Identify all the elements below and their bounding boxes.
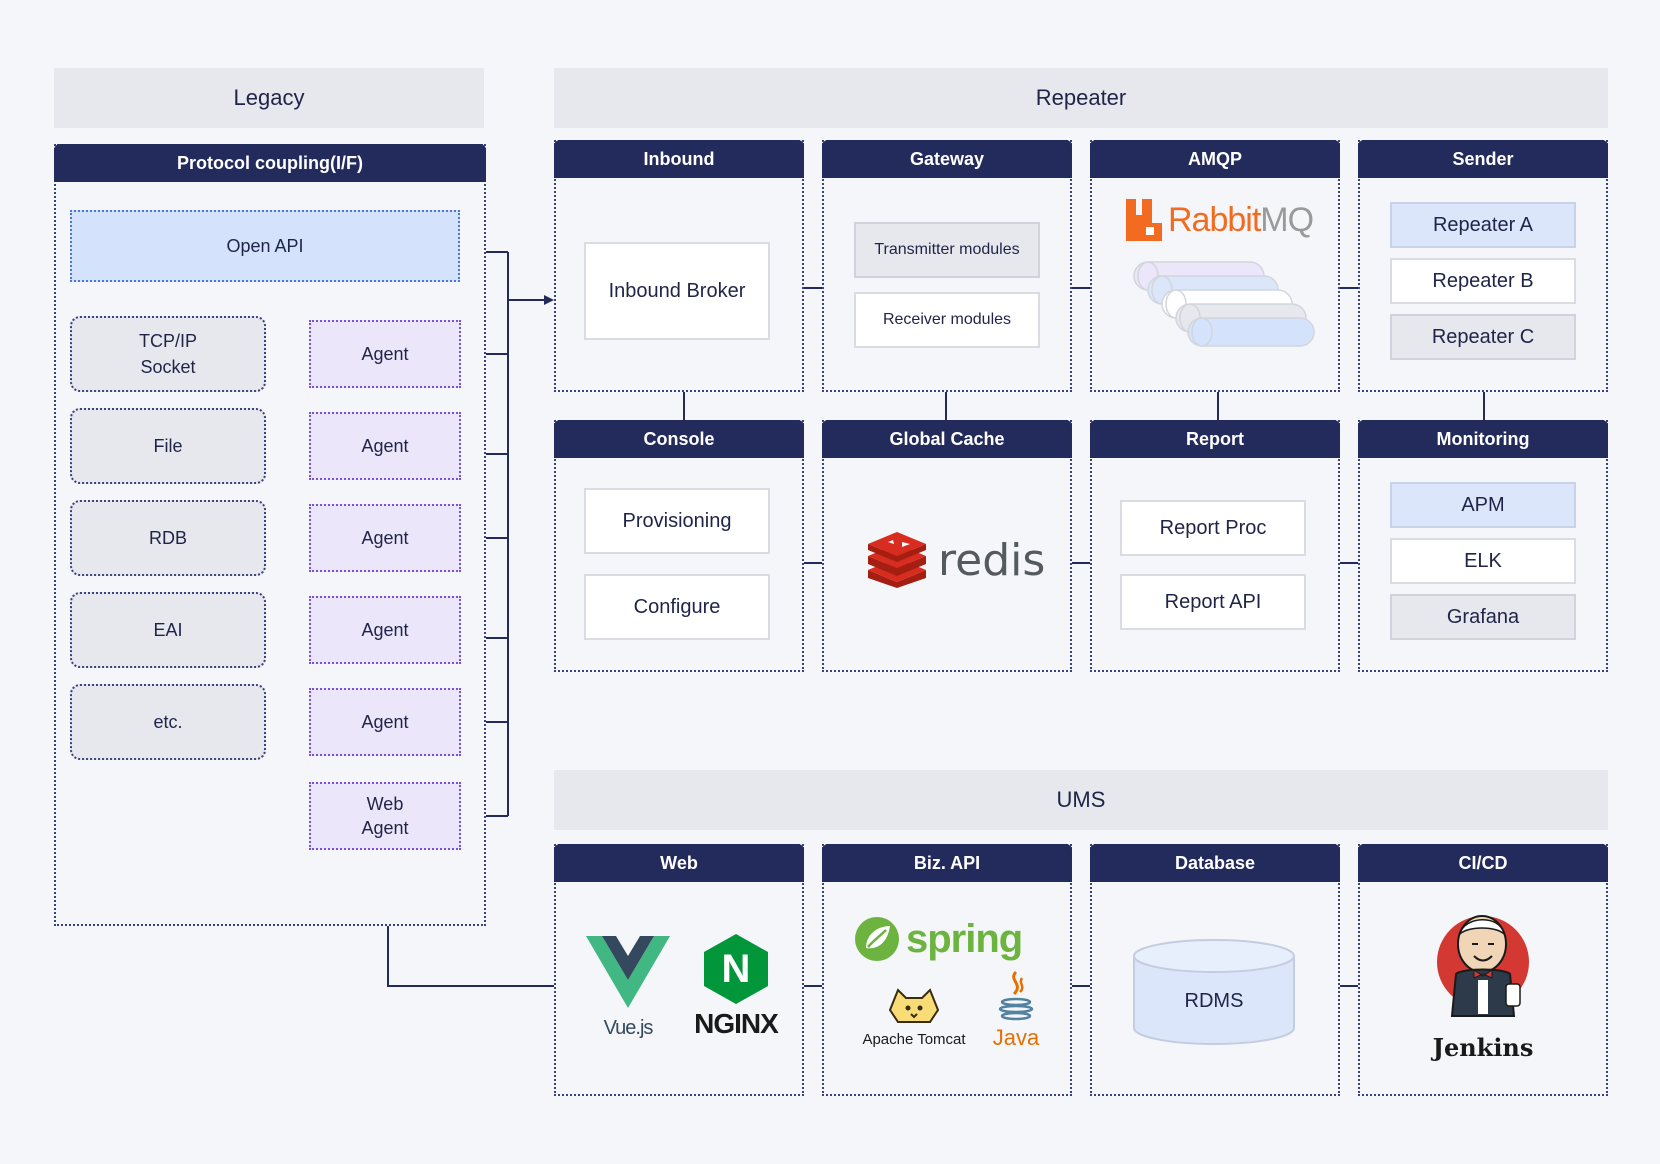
inbound-header: Inbound	[554, 140, 804, 178]
biz-api-header: Biz. API	[822, 844, 1072, 882]
agent-tcpip[interactable]: Agent	[309, 320, 461, 388]
nginx-icon	[704, 934, 768, 1004]
java-cup-icon	[998, 970, 1034, 1021]
redis-icon	[868, 532, 926, 588]
spring-text: spring	[906, 916, 1023, 961]
repeater-c-box[interactable]: Repeater C	[1390, 314, 1576, 360]
inbound-broker-box[interactable]: Inbound Broker	[584, 242, 770, 340]
cicd-header: CI/CD	[1358, 844, 1608, 882]
report-header: Report	[1090, 420, 1340, 458]
tomcat-text: Apache Tomcat	[862, 1031, 966, 1048]
open-api-label: Open API	[226, 235, 304, 256]
java-text: Java	[992, 1025, 1040, 1050]
legacy-title: Legacy	[233, 85, 305, 110]
source-etc[interactable]: etc.	[70, 684, 266, 760]
java-logo: Java	[986, 970, 1046, 1066]
rabbitmq-text-mq: MQ	[1260, 200, 1314, 239]
biz-api-panel: Biz. API spring Apache Tomcat Java	[822, 844, 1072, 1096]
database-header: Database	[1090, 844, 1340, 882]
spring-leaf-icon	[855, 917, 899, 961]
source-rdb[interactable]: RDB	[70, 500, 266, 576]
agent-eai[interactable]: Agent	[309, 596, 461, 664]
elk-box[interactable]: ELK	[1390, 538, 1576, 584]
agent-etc[interactable]: Agent	[309, 688, 461, 756]
inbound-panel: Inbound Inbound Broker	[554, 140, 804, 392]
spring-logo: spring	[854, 914, 1054, 964]
cicd-panel: CI/CD Jenkins	[1358, 844, 1608, 1096]
gateway-panel: Gateway Transmitter modules Receiver mod…	[822, 140, 1072, 392]
amqp-header: AMQP	[1090, 140, 1340, 178]
database-panel: Database RDMS	[1090, 844, 1340, 1096]
receiver-modules-box[interactable]: Receiver modules	[854, 292, 1040, 348]
nginx-icon-letter: N	[721, 946, 751, 991]
ums-title: UMS	[1056, 787, 1106, 812]
source-eai[interactable]: EAI	[70, 592, 266, 668]
tomcat-icon	[888, 988, 940, 1023]
source-tcpip-socket[interactable]: TCP/IP Socket	[70, 316, 266, 392]
protocol-coupling-header: Protocol coupling(I/F)	[54, 144, 486, 182]
global-cache-header: Global Cache	[822, 420, 1072, 458]
provisioning-box[interactable]: Provisioning	[584, 488, 770, 554]
agent-rdb[interactable]: Agent	[309, 504, 461, 572]
rabbitmq-text-rabbit: Rabbit	[1168, 200, 1261, 239]
vuejs-text: Vue.js	[603, 1017, 654, 1039]
repeater-title: Repeater	[1035, 85, 1127, 110]
global-cache-panel: Global Cache redis	[822, 420, 1072, 672]
monitoring-panel: Monitoring APM ELK Grafana	[1358, 420, 1608, 672]
redis-logo: redis	[866, 532, 1046, 588]
console-header: Console	[554, 420, 804, 458]
transmitter-modules-box[interactable]: Transmitter modules	[854, 222, 1040, 278]
web-header: Web	[554, 844, 804, 882]
report-panel: Report Report Proc Report API	[1090, 420, 1340, 672]
vuejs-logo: Vue.js	[586, 936, 670, 1046]
redis-text: redis	[938, 534, 1046, 586]
monitoring-header: Monitoring	[1358, 420, 1608, 458]
console-panel: Console Provisioning Configure	[554, 420, 804, 672]
apm-box[interactable]: APM	[1390, 482, 1576, 528]
web-agent[interactable]: Web Agent	[309, 782, 461, 850]
report-proc-box[interactable]: Report Proc	[1120, 500, 1306, 556]
grafana-box[interactable]: Grafana	[1390, 594, 1576, 640]
vue-icon	[586, 936, 670, 1008]
ums-title-band: UMS	[554, 770, 1608, 830]
agent-file[interactable]: Agent	[309, 412, 461, 480]
nginx-logo: N NGINX	[690, 934, 782, 1046]
source-file[interactable]: File	[70, 408, 266, 484]
tomcat-logo: Apache Tomcat	[854, 982, 974, 1062]
sender-panel: Sender Repeater A Repeater B Repeater C	[1358, 140, 1608, 392]
web-panel: Web Vue.js N NGINX	[554, 844, 804, 1096]
configure-box[interactable]: Configure	[584, 574, 770, 640]
gateway-header: Gateway	[822, 140, 1072, 178]
queue-stack-graphic	[1133, 261, 1315, 347]
repeater-b-box[interactable]: Repeater B	[1390, 258, 1576, 304]
rabbitmq-icon	[1126, 199, 1162, 241]
nginx-text: NGINX	[694, 1008, 779, 1039]
rdms-label: RDMS	[1184, 989, 1244, 1012]
report-api-box[interactable]: Report API	[1120, 574, 1306, 630]
repeater-title-band: Repeater	[554, 68, 1608, 128]
open-api-box[interactable]: Open API	[70, 210, 460, 282]
jenkins-icon	[1437, 915, 1529, 1017]
repeater-a-box[interactable]: Repeater A	[1390, 202, 1576, 248]
sender-header: Sender	[1358, 140, 1608, 178]
rdms-cylinder-icon	[1133, 939, 1295, 1045]
jenkins-text: Jenkins	[1432, 1032, 1534, 1062]
legacy-title-band: Legacy	[54, 68, 484, 128]
